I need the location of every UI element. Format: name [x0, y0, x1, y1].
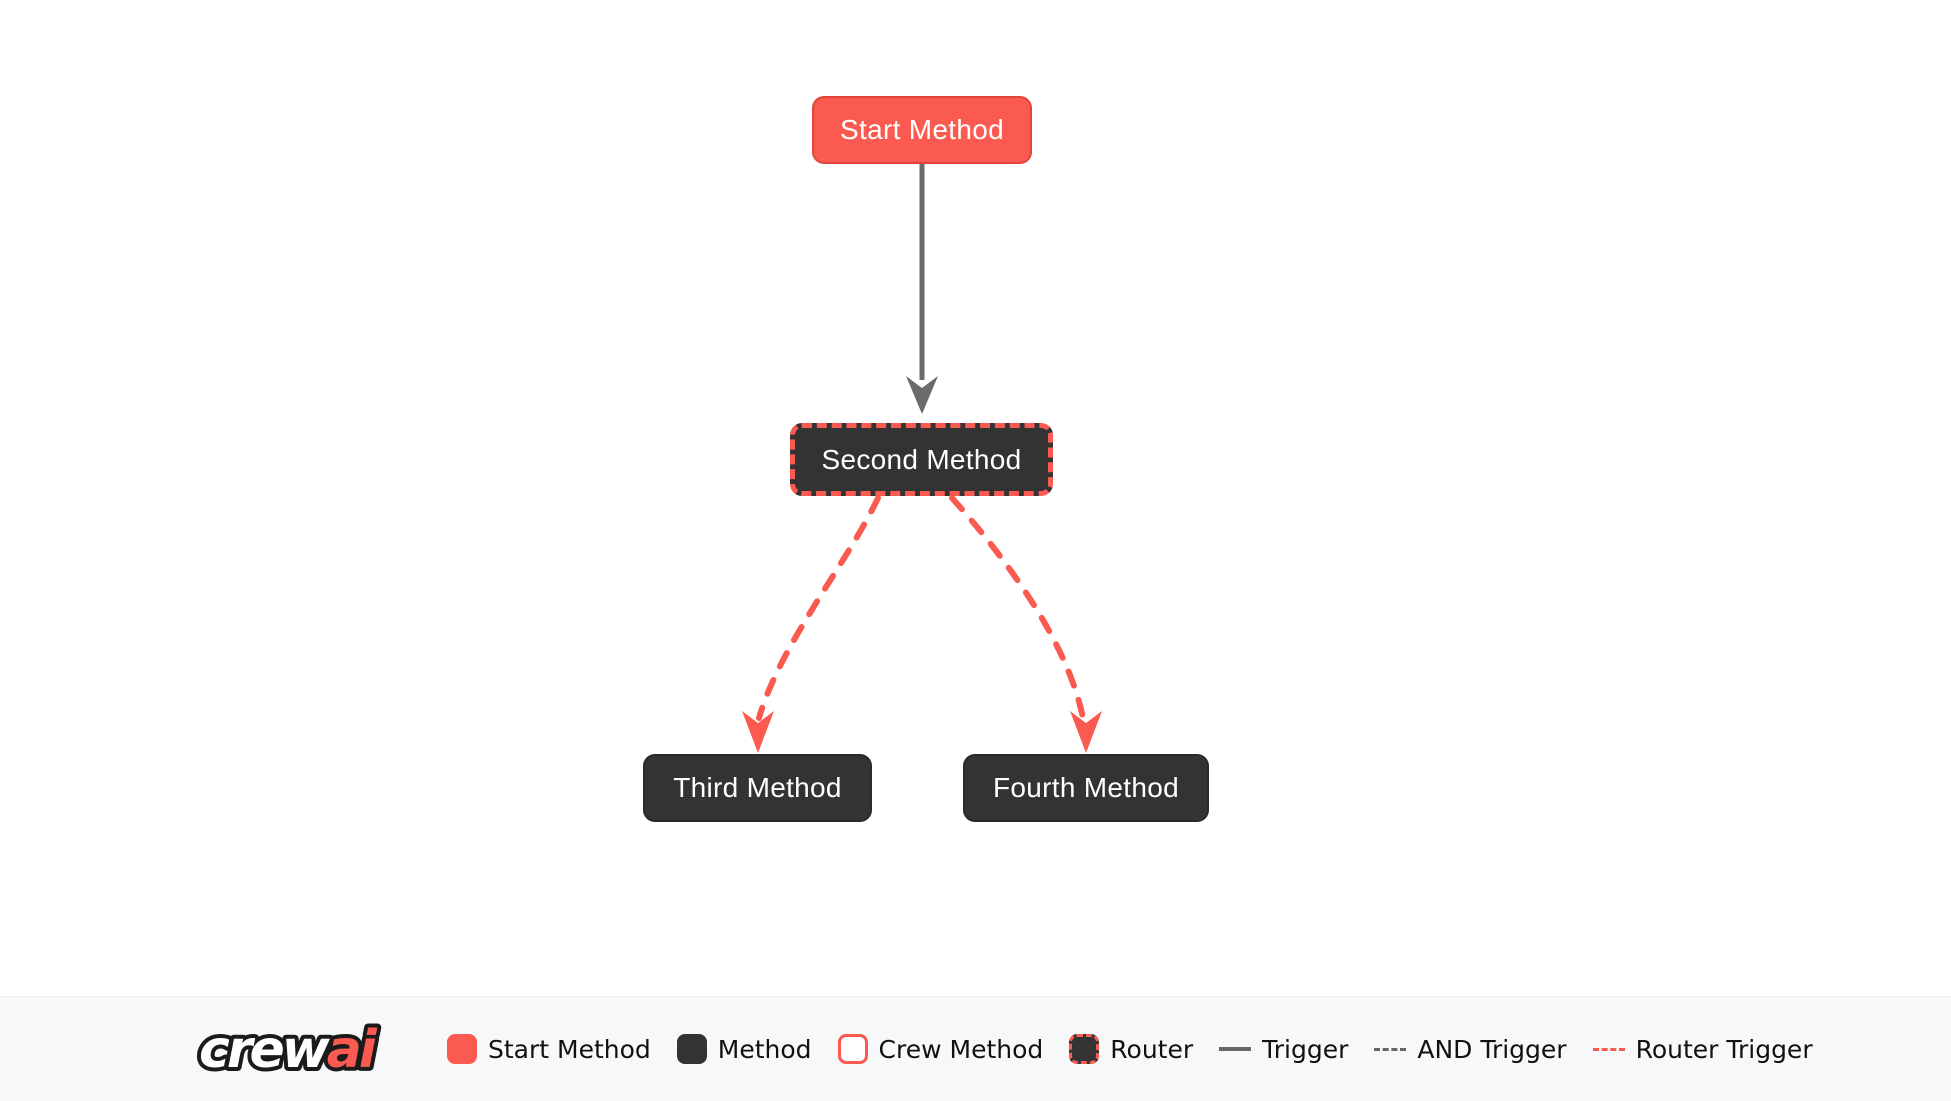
node-label: Second Method: [821, 443, 1022, 475]
legend-item-crew-method: Crew Method: [837, 1034, 1044, 1064]
crewai-logo: crewai: [195, 1016, 385, 1084]
edge-router-trigger-second-to-fourth: [949, 495, 1102, 753]
legend-label: AND Trigger: [1417, 1034, 1567, 1064]
arrowhead-red: [1070, 711, 1102, 753]
svg-text:crewai: crewai: [199, 1020, 378, 1080]
legend-label: Start Method: [488, 1034, 651, 1064]
legend-item-method: Method: [676, 1034, 812, 1064]
legend-label: Trigger: [1262, 1034, 1349, 1064]
edge-router-trigger-second-to-third: [742, 495, 881, 753]
node-third-method[interactable]: Third Method: [643, 754, 872, 822]
arrowhead-gray: [906, 376, 938, 414]
arrowhead-red: [742, 711, 774, 753]
legend-item-trigger: Trigger: [1219, 1035, 1348, 1064]
legend-item-router: Router: [1069, 1034, 1193, 1064]
legend-item-router-trigger: Router Trigger: [1592, 1034, 1813, 1064]
legend-label: Router: [1110, 1034, 1194, 1064]
flow-edges-layer: [742, 164, 1102, 753]
logo-text-ai: ai: [327, 1020, 378, 1080]
node-label: Start Method: [840, 114, 1004, 145]
legend-bar: crewai Start Method Method Crew Method R…: [0, 996, 1951, 1101]
trigger-line-icon: [1219, 1047, 1252, 1051]
legend-label: Router Trigger: [1635, 1034, 1813, 1064]
node-fourth-method[interactable]: Fourth Method: [963, 754, 1209, 822]
start-method-swatch-icon: [447, 1034, 477, 1064]
legend-item-and-trigger: AND Trigger: [1374, 1034, 1567, 1064]
legend-label: Crew Method: [878, 1034, 1044, 1064]
edge-trigger-start-to-second: [906, 164, 938, 414]
legend-label: Method: [717, 1034, 812, 1064]
router-swatch-icon: [1069, 1034, 1100, 1064]
and-trigger-line-icon: [1374, 1047, 1407, 1051]
flow-diagram-canvas[interactable]: Start Method Second Method Third Method …: [0, 0, 1951, 996]
router-trigger-line-icon: [1592, 1047, 1625, 1051]
legend-item-start-method: Start Method: [447, 1034, 651, 1064]
method-swatch-icon: [676, 1034, 707, 1064]
crew-method-swatch-icon: [837, 1034, 868, 1064]
logo-text-crew: crew: [199, 1020, 331, 1080]
node-label: Third Method: [673, 772, 842, 803]
node-start-method[interactable]: Start Method: [812, 96, 1032, 164]
node-second-method-router[interactable]: Second Method: [790, 423, 1053, 496]
node-label: Fourth Method: [993, 772, 1179, 803]
